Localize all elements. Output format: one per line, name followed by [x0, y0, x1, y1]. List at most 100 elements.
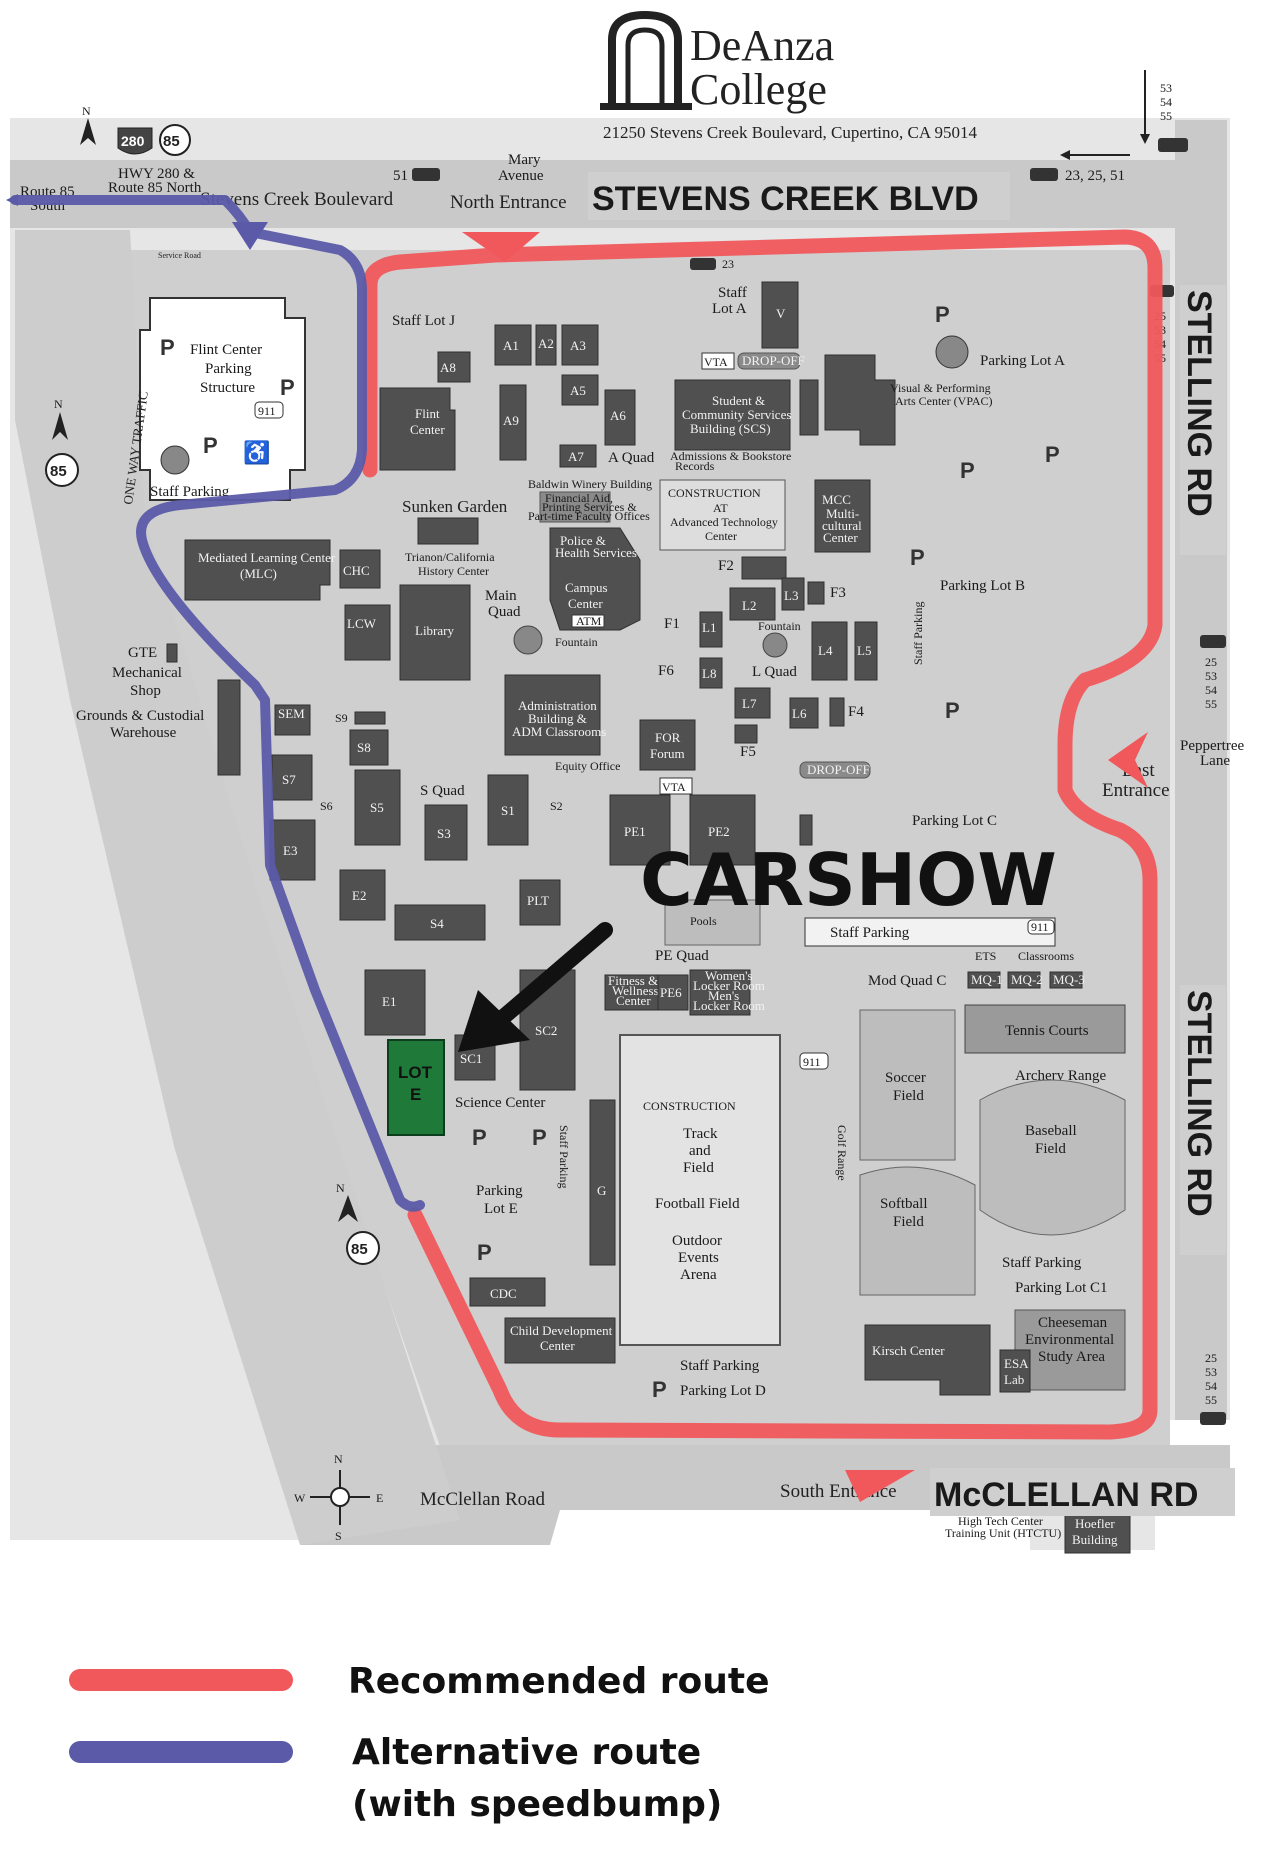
- svg-text:Tennis Courts: Tennis Courts: [1005, 1023, 1089, 1039]
- svg-text:P: P: [1045, 442, 1060, 467]
- svg-text:Quad: Quad: [488, 604, 521, 620]
- svg-text:P: P: [160, 335, 175, 360]
- svg-text:53: 53: [1205, 669, 1217, 683]
- svg-text:L2: L2: [742, 598, 756, 613]
- svg-text:A1: A1: [503, 338, 519, 353]
- svg-text:Community Services: Community Services: [682, 407, 791, 422]
- carshow-arrow: [458, 922, 613, 1052]
- svg-text:L5: L5: [857, 643, 871, 658]
- svg-text:Trianon/California: Trianon/California: [405, 550, 495, 564]
- svg-text:VTA: VTA: [662, 780, 686, 794]
- svg-text:Health Services: Health Services: [555, 545, 637, 560]
- svg-text:L8: L8: [702, 666, 716, 681]
- svg-text:CDC: CDC: [490, 1286, 517, 1301]
- svg-text:SC2: SC2: [535, 1023, 557, 1038]
- svg-text:CHC: CHC: [343, 563, 370, 578]
- svg-text:P: P: [532, 1125, 547, 1150]
- svg-text:Training Unit (HTCTU): Training Unit (HTCTU): [945, 1526, 1061, 1540]
- svg-text:Lane: Lane: [1200, 753, 1230, 769]
- hwy-85-shield-left: 85: [45, 453, 79, 487]
- svg-text:54: 54: [1160, 95, 1172, 109]
- svg-text:S7: S7: [282, 772, 296, 787]
- svg-text:S3: S3: [437, 826, 451, 841]
- svg-text:Forum: Forum: [650, 746, 685, 761]
- svg-text:N: N: [334, 1452, 343, 1466]
- svg-text:P: P: [910, 545, 925, 570]
- svg-text:Mod Quad C: Mod Quad C: [868, 973, 946, 989]
- svg-text:S2: S2: [550, 799, 563, 813]
- svg-text:ADM Classrooms: ADM Classrooms: [512, 724, 606, 739]
- hwy85-road-band: [15, 230, 460, 1545]
- svg-text:Locker Room: Locker Room: [693, 978, 765, 993]
- svg-text:Building &: Building &: [528, 711, 587, 726]
- svg-text:Golf Range: Golf Range: [835, 1125, 849, 1181]
- hwy-85-shield-lower: 85: [346, 1231, 380, 1265]
- college-logo: DeAnza College 21250 Stevens Creek Boule…: [600, 10, 977, 142]
- svg-text:Records: Records: [675, 459, 715, 473]
- svg-text:L7: L7: [742, 696, 757, 711]
- svg-text:S Quad: S Quad: [420, 783, 465, 799]
- svg-text:DROP-OFF: DROP-OFF: [742, 353, 805, 368]
- bus-icon: [1200, 635, 1226, 648]
- bus-stop-stevens: 23, 25, 51: [1030, 150, 1130, 184]
- svg-text:Field: Field: [893, 1088, 924, 1104]
- svg-text:S6: S6: [320, 799, 333, 813]
- svg-text:E2: E2: [352, 888, 366, 903]
- svg-text:LCW: LCW: [347, 616, 377, 631]
- svg-text:V: V: [776, 306, 786, 321]
- svg-text:Field: Field: [893, 1214, 924, 1230]
- alt-route-arrow: [232, 222, 268, 250]
- svg-text:Football Field: Football Field: [655, 1196, 740, 1212]
- svg-text:History Center: History Center: [418, 564, 489, 578]
- svg-text:53: 53: [1205, 1365, 1217, 1379]
- svg-text:N: N: [54, 397, 63, 411]
- north-entrance-label: North Entrance: [450, 192, 567, 213]
- svg-text:L Quad: L Quad: [752, 664, 797, 680]
- svg-text:Field: Field: [683, 1160, 714, 1176]
- svg-text:Center: Center: [540, 1338, 575, 1353]
- svg-text:Mary: Mary: [508, 152, 541, 168]
- north-arrow-top: N: [80, 104, 96, 145]
- alt-route-south-arrow: [6, 194, 18, 206]
- svg-text:Fountain: Fountain: [758, 619, 801, 633]
- svg-text:Staff Parking: Staff Parking: [557, 1125, 571, 1188]
- svg-text:PLT: PLT: [527, 893, 549, 908]
- svg-text:Multi-: Multi-: [826, 506, 859, 521]
- svg-text:Staff Parking: Staff Parking: [1002, 1255, 1082, 1271]
- svg-text:Administration: Administration: [518, 698, 597, 713]
- lot-e-highlight[interactable]: [387, 1039, 445, 1136]
- svg-text:Staff Parking: Staff Parking: [911, 602, 925, 665]
- svg-text:Field: Field: [1035, 1141, 1066, 1157]
- college-name-line1: DeAnza: [690, 21, 834, 70]
- svg-text:25: 25: [1205, 655, 1217, 669]
- svg-text:Admissions &: Admissions &: [670, 449, 740, 463]
- svg-text:HWY 280 &: HWY 280 &: [118, 166, 195, 182]
- svg-text:Classrooms: Classrooms: [1018, 949, 1074, 963]
- svg-text:F1: F1: [664, 616, 680, 632]
- svg-text:cultural: cultural: [822, 518, 862, 533]
- college-address: 21250 Stevens Creek Boulevard, Cupertino…: [603, 123, 977, 142]
- bus-icon: [1200, 1412, 1226, 1425]
- svg-text:Fountain: Fountain: [555, 635, 598, 649]
- svg-text:A7: A7: [568, 449, 584, 464]
- svg-text:Center: Center: [823, 530, 858, 545]
- mcclellan-sign-bg: [930, 1468, 1235, 1516]
- svg-text:280: 280: [121, 133, 145, 149]
- svg-text:ESA: ESA: [1004, 1356, 1029, 1371]
- alternative-route-path: [10, 195, 425, 1212]
- svg-text:F5: F5: [740, 744, 756, 760]
- svg-text:Parking Lot D: Parking Lot D: [680, 1383, 766, 1399]
- svg-text:P: P: [960, 458, 975, 483]
- svg-text:Staff Parking: Staff Parking: [680, 1358, 760, 1374]
- svg-text:Baseball: Baseball: [1025, 1123, 1077, 1139]
- svg-text:MCC: MCC: [822, 492, 851, 507]
- bus-stop-right-bottom: 25 53 54 55: [1200, 1351, 1226, 1425]
- hwy-280-shield: 280: [117, 127, 153, 155]
- svg-text:P: P: [472, 1125, 487, 1150]
- north-entrance-arrow: [462, 232, 540, 262]
- svg-text:Kirsch Center: Kirsch Center: [872, 1343, 945, 1358]
- svg-text:MQ-3: MQ-3: [1053, 972, 1085, 987]
- svg-text:GTE: GTE: [128, 645, 157, 661]
- fountain-icon: [762, 632, 788, 658]
